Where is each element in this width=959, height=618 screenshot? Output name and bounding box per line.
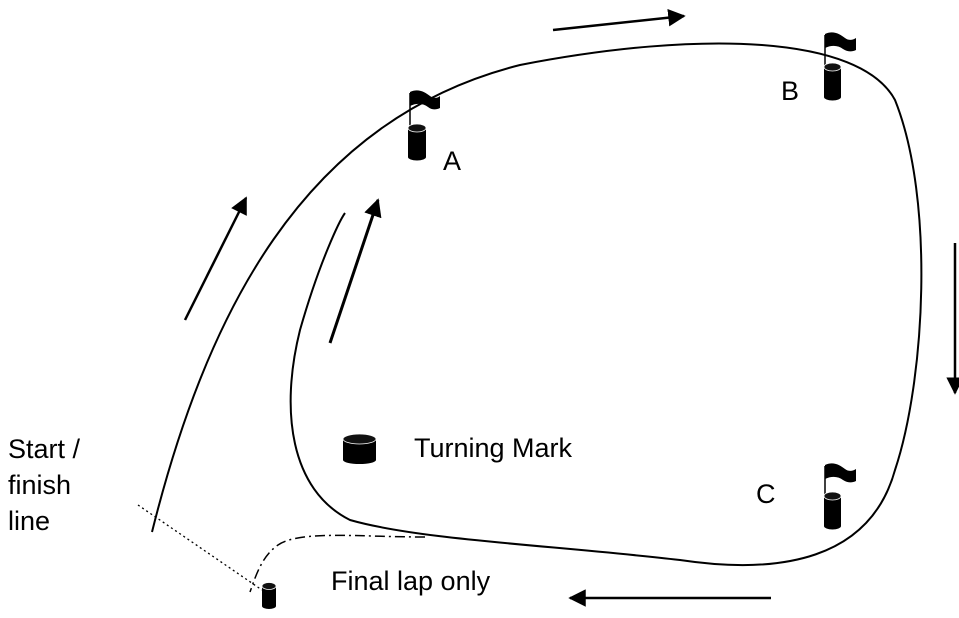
drum-buoy-icon [261, 582, 277, 609]
mark-b-label: B [781, 76, 799, 106]
legend-turning-mark-icon [342, 433, 377, 464]
legend-label: Turning Mark [414, 433, 573, 463]
start-finish-buoy [261, 582, 277, 609]
mark-c [823, 463, 856, 530]
mark-a-label: A [443, 146, 461, 176]
final-lap-path [249, 534, 426, 593]
drum-buoy-icon [823, 62, 842, 101]
direction-arrow-inner [328, 198, 382, 344]
course-loop-path [151, 42, 923, 567]
start-finish-label-line1: Start / [8, 434, 81, 464]
drum-buoy-icon [407, 123, 427, 161]
flag-icon [824, 463, 856, 497]
mark-c-label: C [756, 479, 776, 509]
direction-arrow-left [183, 196, 248, 321]
drum-buoy-icon [823, 491, 842, 530]
flag-icon [824, 32, 856, 68]
start-finish-label-line3: line [8, 506, 50, 536]
mark-a [407, 90, 440, 161]
mark-b [823, 32, 856, 101]
start-finish-label-line2: finish [8, 470, 71, 500]
final-lap-label: Final lap only [331, 566, 491, 596]
direction-arrow-top [552, 8, 686, 32]
flag-icon [409, 90, 440, 128]
start-finish-line [137, 504, 263, 591]
